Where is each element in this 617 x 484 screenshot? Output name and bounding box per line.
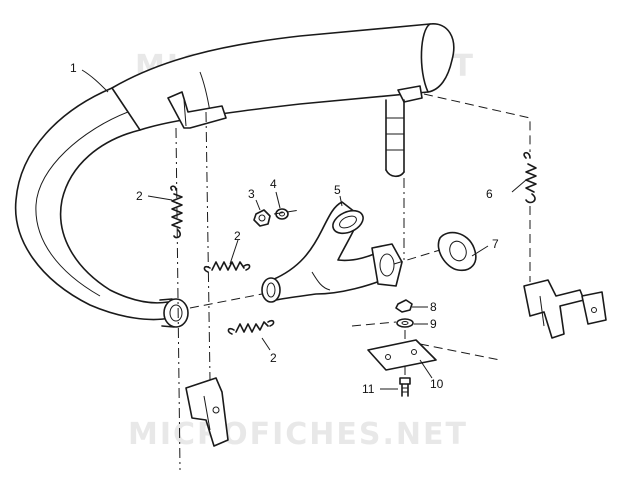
callout-7: 7 (492, 237, 499, 251)
muffler-bracket (167, 91, 227, 129)
callout-2-upper: 2 (136, 189, 143, 203)
callout-11: 11 (362, 382, 375, 396)
callout-10: 10 (430, 377, 444, 391)
muffler-part[interactable] (14, 23, 455, 328)
alignment-lines (175, 93, 531, 471)
spring-part-2-middle[interactable] (203, 261, 251, 273)
muffler-stud (385, 85, 423, 178)
washer-part-9[interactable] (396, 318, 414, 328)
callout-6: 6 (486, 187, 493, 201)
y-pipe-part[interactable] (261, 201, 403, 303)
spring-part-6[interactable] (523, 151, 537, 204)
frame-bracket-left (185, 377, 229, 447)
callout-8: 8 (430, 300, 437, 314)
callout-4: 4 (270, 177, 277, 191)
bolt-part-11[interactable] (399, 377, 411, 397)
callout-9: 9 (430, 317, 437, 331)
washer-part-4[interactable] (275, 208, 289, 220)
gasket-part[interactable] (437, 231, 477, 272)
nut-part-8[interactable] (395, 299, 413, 313)
callout-2-middle: 2 (234, 229, 241, 243)
callout-5: 5 (334, 183, 341, 197)
leader-lines (81, 69, 527, 390)
plate-part-10[interactable] (367, 339, 437, 371)
callout-1: 1 (70, 61, 77, 75)
frame-bracket-right (523, 279, 607, 339)
callout-3: 3 (248, 187, 255, 201)
callouts: 1 2 2 2 3 4 5 6 7 8 9 10 11 (70, 61, 499, 396)
nut-part-3[interactable] (253, 209, 271, 227)
callout-2-lower: 2 (270, 351, 277, 365)
watermark-bottom: MICROFICHES.NET (128, 417, 468, 452)
spring-part-2-lower[interactable] (227, 319, 275, 335)
